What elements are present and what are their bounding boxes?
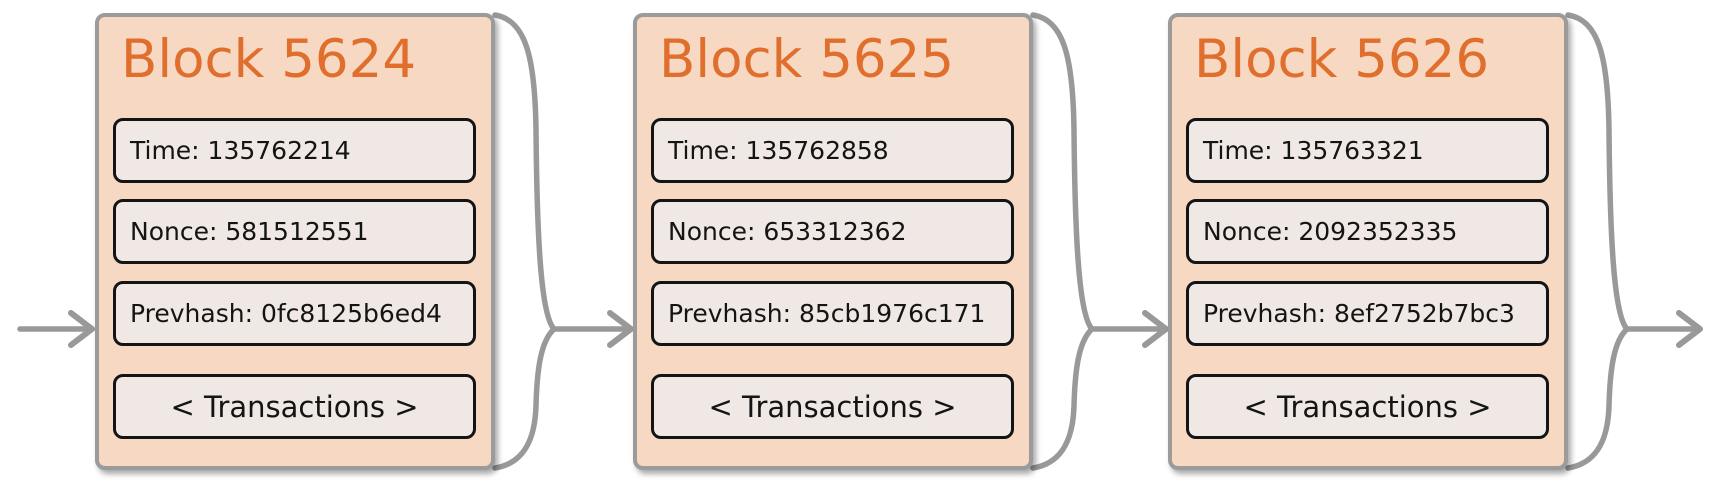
hash-brace-top-2 — [1030, 12, 1095, 332]
hash-brace-top-1 — [492, 12, 557, 332]
hash-brace-bottom-2 — [1030, 326, 1095, 471]
block-title: Block 5624 — [121, 29, 417, 90]
transactions-button[interactable]: < Transactions > — [651, 374, 1014, 439]
time-field: Time: 135763321 — [1186, 118, 1549, 183]
prevhash-field: Prevhash: 8ef2752b7bc3 — [1186, 281, 1549, 346]
block-card-5625: Block 5625 Time: 135762858 Nonce: 653312… — [633, 13, 1033, 470]
transactions-button[interactable]: < Transactions > — [113, 374, 476, 439]
block-card-5624: Block 5624 Time: 135762214 Nonce: 581512… — [95, 13, 495, 470]
incoming-arrow-head-icon — [68, 310, 95, 348]
block-title: Block 5625 — [659, 29, 955, 90]
prevhash-field: Prevhash: 85cb1976c171 — [651, 281, 1014, 346]
outgoing-arrow-head-icon — [1676, 310, 1703, 348]
hash-brace-bottom-3 — [1565, 326, 1630, 471]
block-card-5626: Block 5626 Time: 135763321 Nonce: 209235… — [1168, 13, 1568, 470]
hash-arrow-head-2-icon — [1142, 310, 1169, 348]
transactions-button[interactable]: < Transactions > — [1186, 374, 1549, 439]
nonce-field: Nonce: 581512551 — [113, 199, 476, 264]
time-field: Time: 135762214 — [113, 118, 476, 183]
block-title: Block 5626 — [1194, 29, 1490, 90]
nonce-field: Nonce: 2092352335 — [1186, 199, 1549, 264]
hash-arrow-head-1-icon — [607, 310, 634, 348]
prevhash-field: Prevhash: 0fc8125b6ed4 — [113, 281, 476, 346]
time-field: Time: 135762858 — [651, 118, 1014, 183]
hash-brace-bottom-1 — [492, 326, 557, 471]
hash-brace-top-3 — [1565, 12, 1630, 332]
nonce-field: Nonce: 653312362 — [651, 199, 1014, 264]
